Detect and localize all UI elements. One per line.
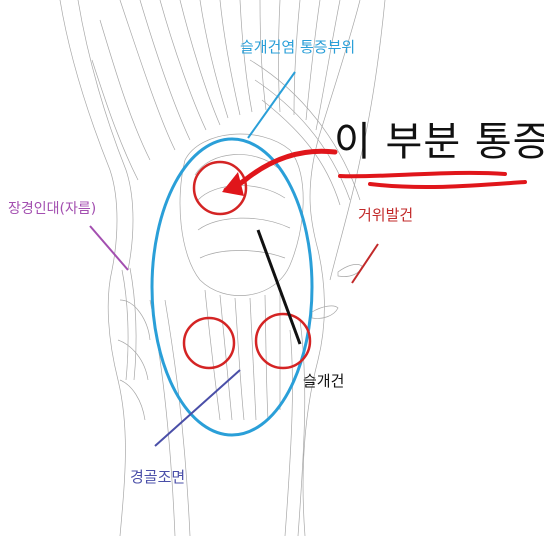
label-patellar-tendinitis-area: 슬개건염 통증부위 [240,38,356,56]
label-itband: 장경인대(자름) [8,201,97,217]
pain-circle-lower-right [254,312,312,370]
leader-line-pesanserine [351,243,379,284]
pain-arrow-head [222,172,244,196]
leader-line-tibial [154,369,241,447]
label-pes-anserine: 거위발건 [358,206,414,224]
pain-circle-upper [192,160,248,216]
label-patellar-tendon: 슬개건 [303,372,345,390]
leader-line-itband [89,225,129,271]
pain-circle-lower-left [182,316,236,370]
label-tibial-tuberosity: 경골조면 [130,468,186,486]
pain-underline [338,170,527,190]
label-pain-here: 이 부분 통증 [334,119,544,165]
pain-region-ellipse [150,137,314,437]
leader-line-patellar-tendon [256,229,302,345]
knee-sketch [59,0,386,536]
leader-line-tendinitis [247,71,296,139]
